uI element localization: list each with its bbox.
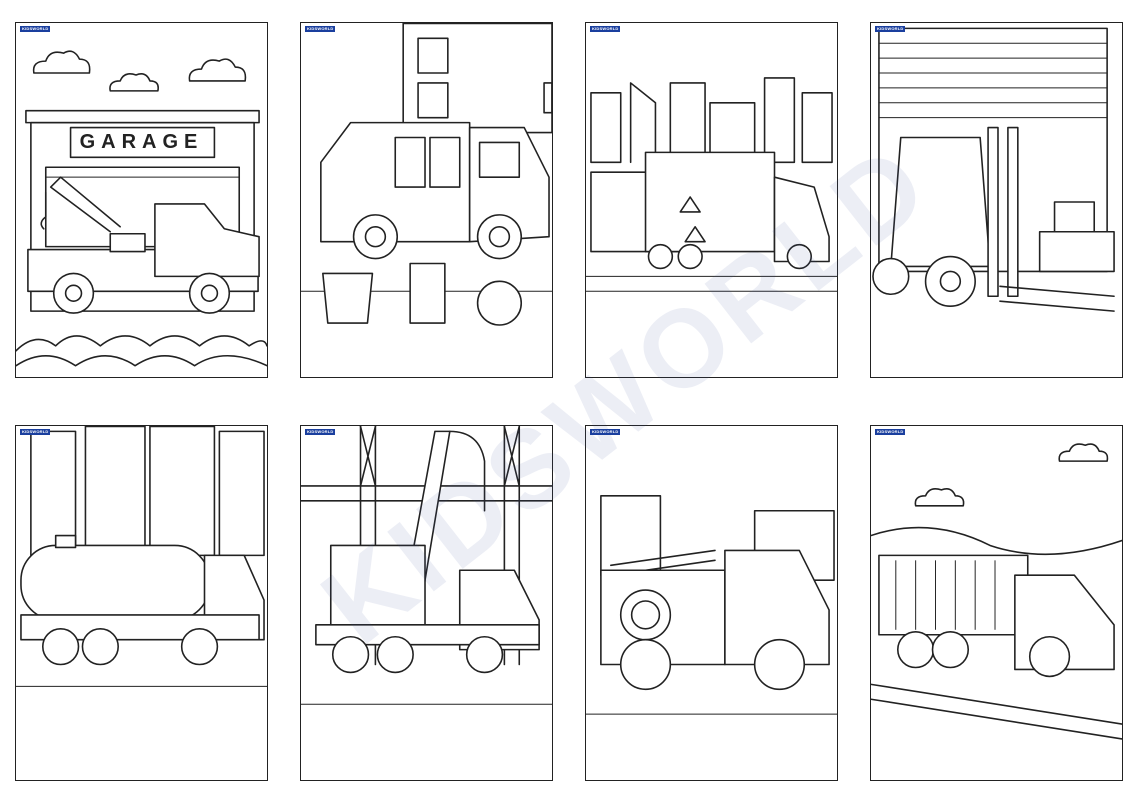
brand-badge: KIDSWORLD — [20, 26, 51, 32]
garage-sign: GARAGE — [79, 131, 204, 153]
brand-badge: KIDSWORLD — [20, 429, 51, 435]
brand-badge: KIDSWORLD — [875, 26, 906, 32]
tanker-truck-illustration — [16, 426, 267, 687]
brand-badge: KIDSWORLD — [305, 429, 336, 435]
coloring-page-container-truck[interactable]: KIDSWORLD — [870, 425, 1123, 781]
forklift-illustration — [872, 27, 1115, 312]
coloring-page-hazmat-truck[interactable]: KIDSWORLD — [585, 22, 838, 378]
coloring-page-forklift[interactable]: KIDSWORLD — [870, 22, 1123, 378]
hazmat-truck-illustration — [586, 77, 837, 292]
garbage-truck-illustration — [301, 23, 552, 326]
coloring-page-tow-truck[interactable]: KIDSWORLD GARAGE — [15, 22, 268, 378]
tow-truck-illustration — [16, 50, 267, 367]
brand-badge: KIDSWORLD — [305, 26, 336, 32]
coloring-page-fire-truck[interactable]: KIDSWORLD — [585, 425, 838, 781]
coloring-page-garbage-truck[interactable]: KIDSWORLD — [300, 22, 553, 378]
crane-truck-illustration — [301, 426, 552, 705]
brand-badge: KIDSWORLD — [875, 429, 906, 435]
fire-truck-illustration — [586, 495, 837, 715]
brand-badge: KIDSWORLD — [590, 26, 621, 32]
brand-badge: KIDSWORLD — [590, 429, 621, 435]
container-truck-illustration — [871, 443, 1122, 740]
coloring-page-crane-truck[interactable]: KIDSWORLD — [300, 425, 553, 781]
coloring-page-tanker-truck[interactable]: KIDSWORLD — [15, 425, 268, 781]
